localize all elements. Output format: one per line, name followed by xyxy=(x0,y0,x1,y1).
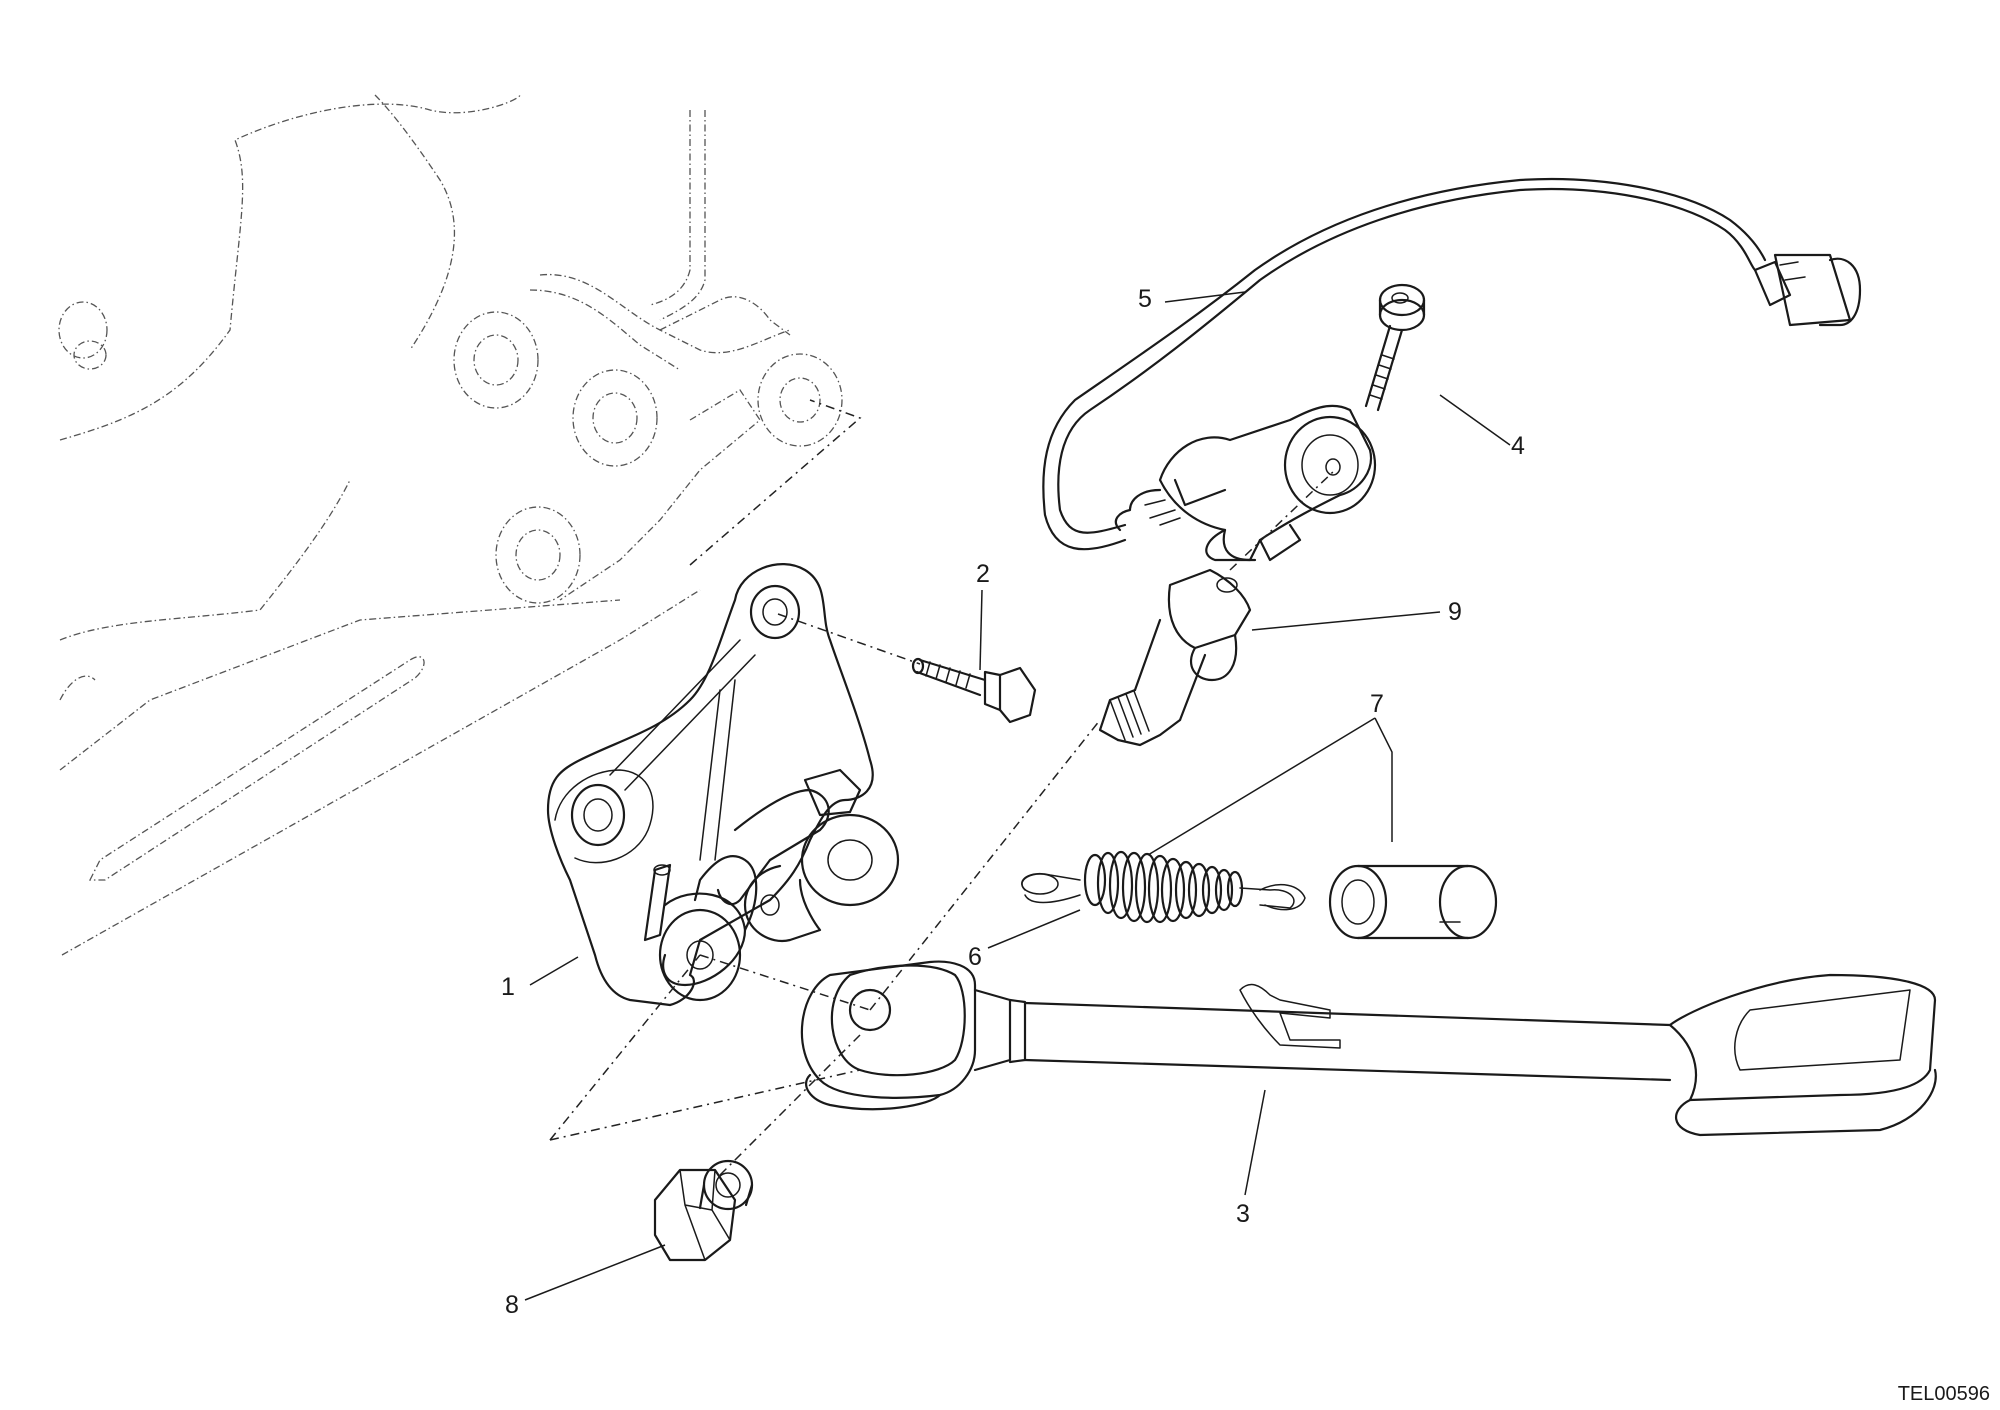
side-stand-bracket xyxy=(546,563,900,1007)
callout-8: 8 xyxy=(505,1291,519,1319)
engine-case-outline xyxy=(58,94,843,956)
callout-labels: 1 2 3 4 5 6 7 8 9 xyxy=(501,285,1525,1319)
drawing-code: TEL00596 xyxy=(1898,1383,1990,1405)
assembly-axis-lines xyxy=(549,399,1336,1176)
return-spring xyxy=(1021,850,1306,924)
callout-leaders xyxy=(524,291,1511,1301)
sensor-screw xyxy=(1364,283,1426,412)
lock-nut xyxy=(653,1159,754,1262)
callout-4: 4 xyxy=(1511,432,1525,460)
callout-7: 7 xyxy=(1370,690,1384,718)
callout-1: 1 xyxy=(501,973,515,1001)
bracket-bolt xyxy=(911,657,1037,724)
pivot-bolt xyxy=(1098,568,1252,747)
callout-9: 9 xyxy=(1448,598,1462,626)
callout-2: 2 xyxy=(976,560,990,588)
side-stand-sensor xyxy=(1042,177,1862,562)
spacer-sleeve xyxy=(1328,864,1498,940)
callout-5: 5 xyxy=(1138,285,1152,313)
callout-6: 6 xyxy=(968,943,982,971)
callout-3: 3 xyxy=(1236,1200,1250,1228)
side-stand-leg xyxy=(800,960,1937,1137)
